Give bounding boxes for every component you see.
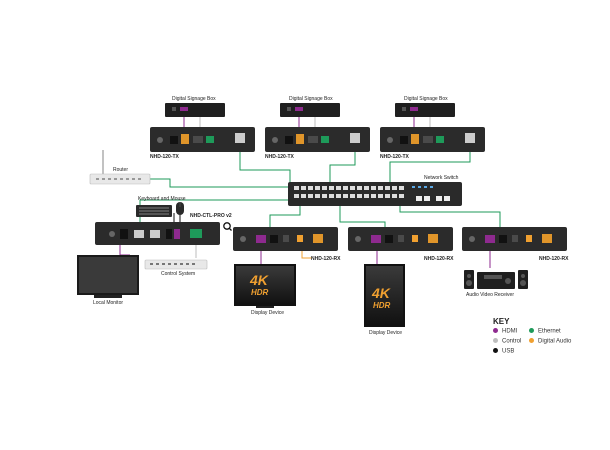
rx-decoder-3 xyxy=(462,227,567,251)
badge-hdr-2: HDR xyxy=(373,301,391,310)
usb-dot-icon xyxy=(493,348,498,353)
rx-label-1: NHD-120-RX xyxy=(311,256,341,262)
key-item-digital-audio: Digital Audio xyxy=(529,338,571,345)
router-label: Router xyxy=(113,167,129,173)
router-icon xyxy=(89,150,151,185)
display-device-label-1: Display Device xyxy=(251,310,285,316)
key-title: KEY xyxy=(493,317,510,326)
avr-label: Audio Video Receiver xyxy=(466,292,514,298)
ethernet-dot-icon xyxy=(529,328,534,333)
avr-icon xyxy=(477,272,515,289)
rx-label-3: NHD-120-RX xyxy=(539,256,569,262)
keyboard-mouse-label: Keyboard and Mouse xyxy=(138,196,186,202)
local-monitor-label: Local Monitor xyxy=(93,300,124,306)
rx-decoder-2 xyxy=(348,227,453,251)
monitor-icon xyxy=(77,255,139,298)
zoom-magnifier-icon[interactable] xyxy=(223,222,232,231)
tx-label-1: NHD-120-TX xyxy=(150,154,179,160)
network-switch-label: Network Switch xyxy=(424,175,459,181)
badge-hdr-1: HDR xyxy=(251,288,269,297)
ctl-label: NHD-CTL-PRO v2 xyxy=(190,213,232,219)
hdmi-dot-icon xyxy=(493,328,498,333)
mouse-icon xyxy=(176,202,184,215)
rx-decoder-1 xyxy=(233,227,338,251)
key-item-usb: USB xyxy=(493,348,514,355)
signage-box-label-2: Digital Signage Box xyxy=(289,96,333,102)
tx-encoder-3 xyxy=(380,127,485,152)
signage-box-label-1: Digital Signage Box xyxy=(172,96,216,102)
display-device-label-2: Display Device xyxy=(369,330,403,336)
tx-encoder-1 xyxy=(150,127,255,152)
control-system-label: Control System xyxy=(161,271,196,277)
tx-label-2: NHD-120-TX xyxy=(265,154,294,160)
key-item-control: Control xyxy=(493,338,521,345)
signage-box-label-3: Digital Signage Box xyxy=(404,96,448,102)
display-device-2 xyxy=(364,264,405,327)
keyboard-icon xyxy=(136,205,172,217)
signage-box-1 xyxy=(165,103,225,117)
tx-label-3: NHD-120-TX xyxy=(380,154,409,160)
control-dot-icon xyxy=(493,338,498,343)
key-item-hdmi: HDMI xyxy=(493,328,517,335)
display-device-1 xyxy=(234,264,296,308)
rx-label-2: NHD-120-RX xyxy=(424,256,454,262)
speaker-icon-right xyxy=(518,270,528,289)
digital-audio-dot-icon xyxy=(529,338,534,343)
badge-4k-2: 4K xyxy=(372,285,390,301)
control-system-icon xyxy=(144,259,208,270)
ctl-controller xyxy=(95,222,220,245)
network-switch-icon xyxy=(288,182,462,206)
key-item-ethernet: Ethernet xyxy=(529,328,561,335)
tx-encoder-2 xyxy=(265,127,370,152)
signage-box-2 xyxy=(280,103,340,117)
badge-4k-1: 4K xyxy=(250,272,268,288)
speaker-icon xyxy=(464,270,474,289)
signage-box-3 xyxy=(395,103,455,117)
